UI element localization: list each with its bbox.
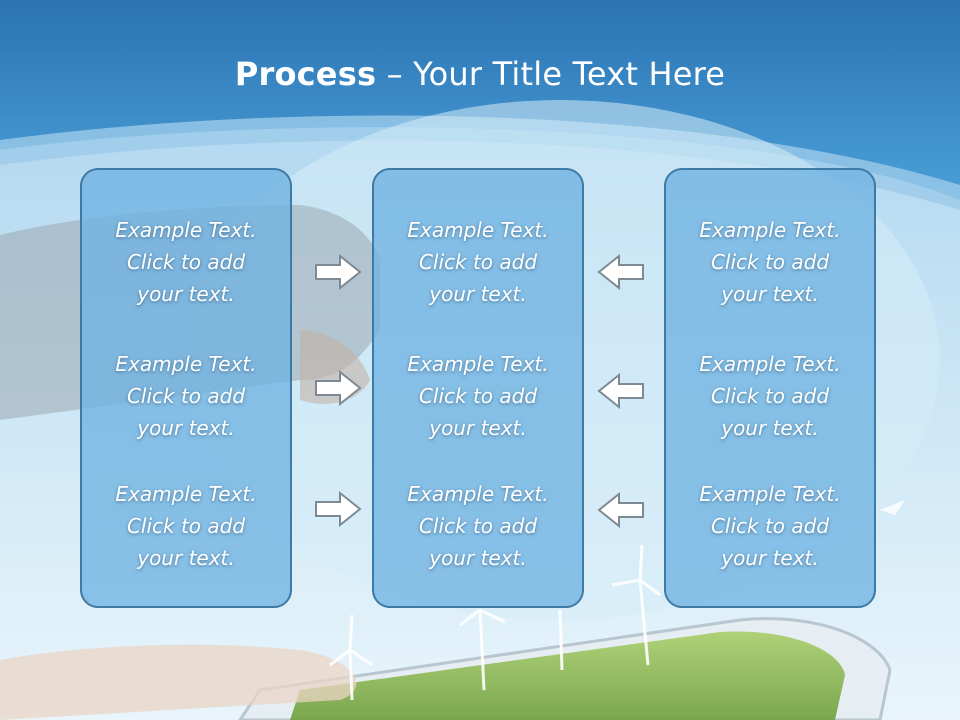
text-line: Example Text. — [407, 352, 549, 376]
process-panel-right[interactable]: Example Text. Click to add your text. Ex… — [664, 168, 876, 608]
text-line: your text. — [721, 546, 819, 570]
text-line: Click to add — [126, 514, 246, 538]
text-line: Click to add — [710, 514, 830, 538]
process-panel-center[interactable]: Example Text. Click to add your text. Ex… — [372, 168, 584, 608]
arrow-left-icon[interactable] — [597, 373, 645, 409]
text-block[interactable]: Example Text. Click to add your text. — [82, 478, 290, 574]
process-panel-left[interactable]: Example Text. Click to add your text. Ex… — [80, 168, 292, 608]
text-line: Example Text. — [699, 482, 841, 506]
text-line: Click to add — [418, 514, 538, 538]
text-line: Example Text. — [407, 482, 549, 506]
text-line: Example Text. — [115, 352, 257, 376]
title-bold-word: Process — [234, 55, 377, 93]
slide-title[interactable]: Process – Your Title Text Here — [0, 52, 960, 96]
text-line: Click to add — [126, 384, 246, 408]
text-line: your text. — [137, 546, 235, 570]
text-line: your text. — [429, 282, 527, 306]
text-line: your text. — [137, 416, 235, 440]
text-line: Example Text. — [699, 218, 841, 242]
arrow-left-icon[interactable] — [597, 254, 645, 290]
text-line: your text. — [429, 416, 527, 440]
text-line: Example Text. — [407, 218, 549, 242]
arrow-right-icon[interactable] — [314, 370, 362, 406]
text-block[interactable]: Example Text. Click to add your text. — [374, 348, 582, 444]
text-block[interactable]: Example Text. Click to add your text. — [82, 348, 290, 444]
text-block[interactable]: Example Text. Click to add your text. — [666, 478, 874, 574]
text-line: Example Text. — [699, 352, 841, 376]
arrow-right-icon[interactable] — [314, 254, 362, 290]
text-line: your text. — [429, 546, 527, 570]
text-line: Example Text. — [115, 482, 257, 506]
text-line: Click to add — [710, 250, 830, 274]
text-line: your text. — [721, 416, 819, 440]
title-rest: – Your Title Text Here — [376, 55, 726, 93]
arrow-left-icon[interactable] — [597, 492, 645, 528]
arrow-right-icon[interactable] — [314, 491, 362, 527]
text-line: Example Text. — [115, 218, 257, 242]
text-block[interactable]: Example Text. Click to add your text. — [82, 214, 290, 310]
text-block[interactable]: Example Text. Click to add your text. — [374, 214, 582, 310]
text-block[interactable]: Example Text. Click to add your text. — [374, 478, 582, 574]
text-line: Click to add — [126, 250, 246, 274]
text-block[interactable]: Example Text. Click to add your text. — [666, 214, 874, 310]
text-line: Click to add — [418, 384, 538, 408]
text-line: your text. — [137, 282, 235, 306]
text-line: your text. — [721, 282, 819, 306]
text-line: Click to add — [710, 384, 830, 408]
text-line: Click to add — [418, 250, 538, 274]
text-block[interactable]: Example Text. Click to add your text. — [666, 348, 874, 444]
